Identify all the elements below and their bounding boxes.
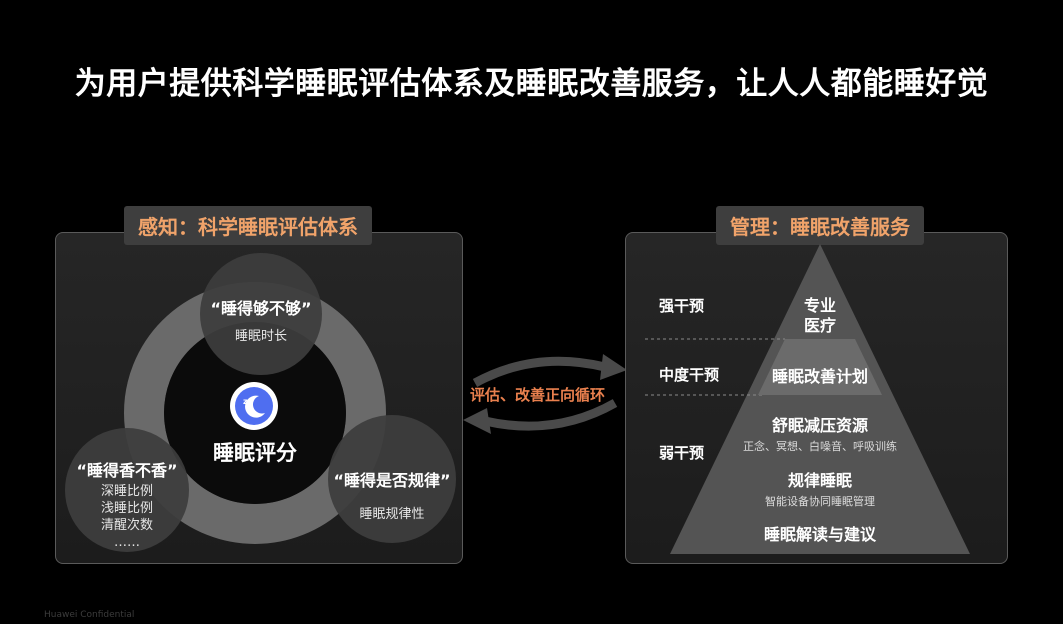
svg-text:z: z <box>243 397 248 406</box>
pyramid-item: 舒眠减压资源 <box>771 416 868 435</box>
level-label-medium: 中度干预 <box>659 366 720 384</box>
intervention-pyramid <box>645 244 970 554</box>
bubble-duration-title: “睡得够不够” <box>210 299 312 318</box>
level-label-weak: 弱干预 <box>659 444 705 462</box>
pyramid-item: 睡眠解读与建议 <box>763 525 876 544</box>
pyramid-item: 规律睡眠 <box>787 471 852 490</box>
bubble-regularity-title: “睡得是否规律” <box>333 471 451 490</box>
level-label-strong: 强干预 <box>659 297 705 315</box>
pyramid-item: 专业 <box>803 296 836 315</box>
service-tag: 管理：睡眠改善服务 <box>716 206 924 245</box>
bubble-quality-title: “睡得香不香” <box>76 461 178 480</box>
cycle-label: 评估、改善正向循环 <box>470 386 606 404</box>
bubble-duration-line: 睡眠时长 <box>234 329 287 344</box>
bubble-regularity-line: 睡眠规律性 <box>359 507 425 522</box>
assessment-tag: 感知：科学睡眠评估体系 <box>124 206 372 245</box>
sleep-score-label: 睡眠评分 <box>213 441 297 465</box>
bubble-quality-line: …… <box>114 535 140 550</box>
pyramid-item: 睡眠改善计划 <box>771 367 868 386</box>
bubble-sleep-quality <box>65 428 189 552</box>
bubble-sleep-regularity <box>328 415 456 543</box>
pyramid-item: 医疗 <box>803 316 836 335</box>
bubble-quality-line: 深睡比例 <box>100 484 153 499</box>
bubble-quality-line: 清醒次数 <box>100 518 153 533</box>
confidential-footer: Huawei Confidential <box>44 610 135 620</box>
pyramid-item: 正念、冥想、白噪音、呼吸训练 <box>743 440 897 453</box>
pyramid-item: 智能设备协同睡眠管理 <box>765 495 875 508</box>
sleep-moon-icon: z <box>230 382 278 430</box>
bubble-sleep-duration <box>200 253 322 375</box>
page-title: 为用户提供科学睡眠评估体系及睡眠改善服务，让人人都能睡好觉 <box>74 66 989 102</box>
bubble-quality-line: 浅睡比例 <box>100 501 153 516</box>
cycle-arrows <box>463 354 627 434</box>
